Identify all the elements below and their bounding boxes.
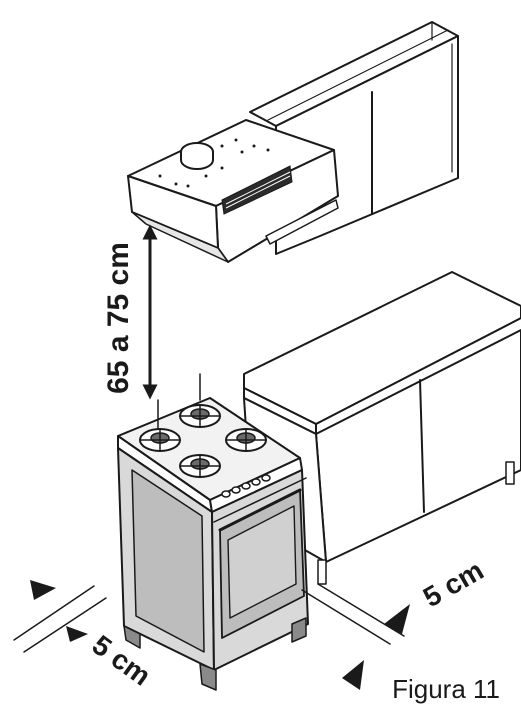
stove [117,373,309,691]
figure-caption: Figura 11 [392,674,500,704]
burner [179,404,221,428]
clearance-label: 65 a 75 cm [102,242,135,394]
hood-clearance-dimension: 65 a 75 cm [102,224,158,400]
burner [179,454,221,478]
range-hood [127,119,339,263]
burner [225,428,267,452]
control-knobs [221,474,271,498]
right-gap-dimension: 5 cm [301,554,489,690]
right-gap-label: 5 cm [418,554,489,613]
burner [139,428,181,452]
left-gap-label: 5 cm [87,629,157,692]
